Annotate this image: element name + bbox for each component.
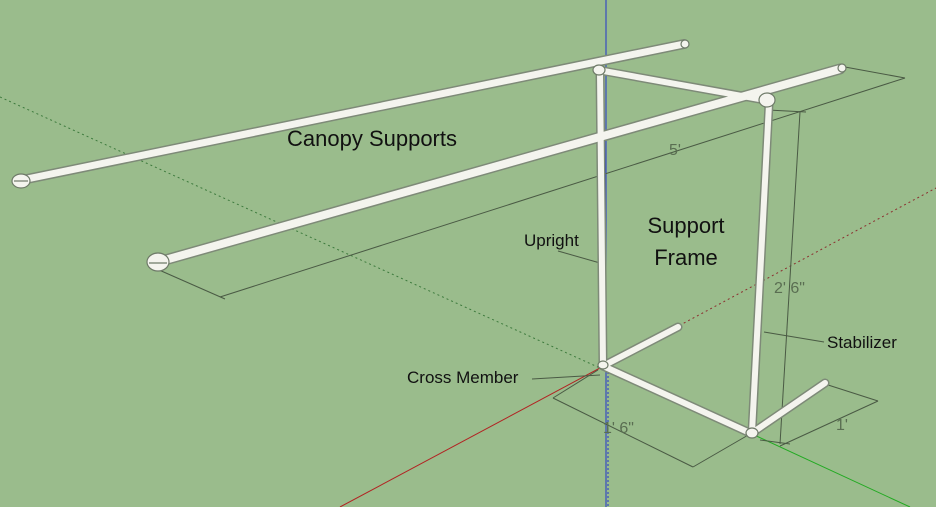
label-support-frame-line1: Support — [647, 213, 725, 238]
stabilizer-pipe-rear — [600, 324, 681, 369]
top-cross-pipe — [595, 67, 773, 104]
leader-cross-member — [531, 374, 601, 380]
leader-upright — [557, 250, 601, 264]
dim-5ft-line — [219, 77, 906, 298]
dimension-stabilizer-length: 1' — [836, 417, 848, 434]
cross-member-pipe — [600, 363, 753, 436]
upright-pipe-rear — [597, 69, 606, 368]
label-stabilizer: Stabilizer — [827, 333, 897, 352]
dimension-lines — [149, 66, 906, 468]
elbow-fitting-bottom-front — [745, 427, 759, 439]
end-cap-front-tip — [837, 63, 847, 73]
label-upright: Upright — [524, 231, 579, 250]
dimension-canopy-length: 5' — [669, 142, 681, 159]
red-axis-dotted — [599, 187, 936, 369]
pipes-fill — [18, 40, 844, 436]
tee-fitting-top-front — [758, 92, 776, 108]
canopy-support-pipe-front — [154, 65, 844, 266]
dim-stabilizer-line — [779, 400, 879, 447]
end-cap-rear-tip — [680, 39, 690, 49]
label-support-frame: Support Frame — [634, 210, 738, 274]
end-cap-front — [146, 252, 170, 272]
label-cross-member: Cross Member — [407, 368, 519, 387]
dim-depth-line — [552, 397, 694, 468]
label-canopy-supports: Canopy Supports — [287, 126, 457, 151]
upright-pipe-front — [749, 101, 772, 435]
fittings — [11, 39, 847, 439]
tee-fitting-top-rear — [592, 64, 606, 76]
dimension-frame-depth: 1' 6" — [603, 420, 634, 437]
leader-stabilizer — [763, 331, 825, 343]
elbow-fitting-bottom-rear — [597, 360, 609, 370]
stabilizer-pipe-front — [749, 380, 828, 436]
dimension-frame-height: 2' 6" — [774, 280, 805, 297]
label-support-frame-line2: Frame — [654, 245, 718, 270]
dim-height-line — [779, 111, 801, 445]
red-axis — [339, 367, 601, 507]
green-axis — [749, 432, 911, 507]
canopy-support-pipe-rear — [18, 40, 688, 184]
